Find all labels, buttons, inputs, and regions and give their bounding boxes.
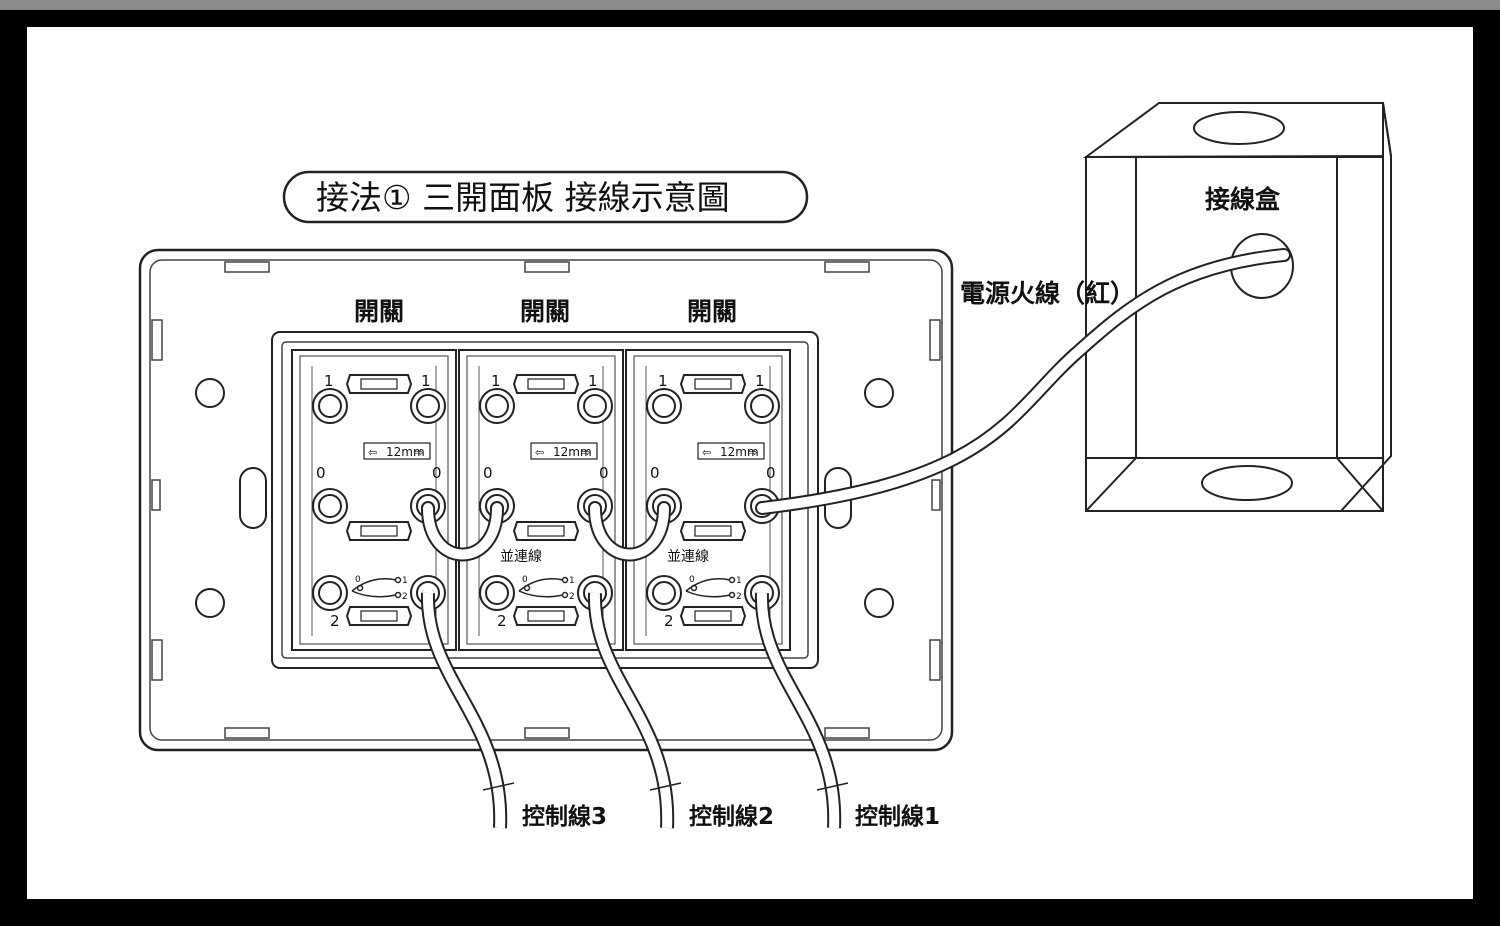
terminal-label: 0 (650, 464, 660, 482)
terminal-label: 1 (421, 372, 431, 390)
dimension-marker: 12mm ⇦ ⇨ (697, 442, 765, 460)
svg-text:⇦: ⇦ (535, 446, 544, 459)
terminal-label: 2 (330, 612, 340, 630)
switch-label-3: 開關 (687, 297, 737, 326)
diagram-title: 接法① 三開面板 接線示意圖 (316, 178, 730, 217)
legend-label: 1 (569, 576, 575, 586)
power-hot-wire (755, 248, 1291, 515)
terminal-label: 0 (766, 464, 776, 482)
terminal-label: 2 (497, 612, 507, 630)
terminal-label: 1 (588, 372, 598, 390)
jumper-wire-1 (421, 501, 504, 562)
terminal-label: 0 (599, 464, 609, 482)
control-wire-label-3: 控制線3 (522, 803, 607, 830)
control-wire-3 (420, 592, 515, 829)
terminal-label: 1 (491, 372, 501, 390)
jumper-label-1: 並連線 (500, 549, 542, 565)
terminal-label: 1 (658, 372, 668, 390)
legend-label: 0 (522, 575, 528, 585)
svg-text:⇨: ⇨ (414, 446, 423, 459)
terminal-label: 0 (432, 464, 442, 482)
legend-label: 1 (736, 576, 742, 586)
control-wire-1 (754, 592, 849, 829)
legend-label: 0 (689, 575, 695, 585)
dimension-marker: 12mm ⇦ ⇨ (363, 442, 431, 460)
power-wire-label: 電源火線（紅） (960, 279, 1135, 308)
legend-label: 1 (402, 576, 408, 586)
legend-label: 0 (355, 575, 361, 585)
dimension-marker: 12mm ⇦ ⇨ (530, 442, 598, 460)
title-pill: 接法① 三開面板 接線示意圖 (282, 170, 809, 224)
junction-box-label: 接線盒 (1205, 185, 1281, 214)
legend-label: 2 (569, 592, 575, 602)
legend-label: 2 (402, 592, 408, 602)
control-wire-label-1: 控制線1 (855, 803, 940, 830)
switch-symbol (518, 576, 569, 599)
switch-symbol (685, 576, 736, 599)
terminal-label: 0 (483, 464, 493, 482)
svg-text:⇦: ⇦ (368, 446, 377, 459)
frame-top-border (0, 0, 1500, 10)
terminal-label: 1 (324, 372, 334, 390)
switch-module-2: 1 1 0 0 2 12mm ⇦ ⇨ 0 1 2 (458, 349, 624, 651)
terminal-label: 2 (664, 612, 674, 630)
svg-text:⇨: ⇨ (748, 446, 757, 459)
control-wire-2 (587, 592, 682, 829)
jumper-wire-2 (588, 501, 671, 562)
dimension-label: 12mm (553, 445, 592, 459)
svg-text:⇨: ⇨ (581, 446, 590, 459)
switch-label-2: 開關 (520, 297, 570, 326)
terminal-label: 1 (755, 372, 765, 390)
jumper-label-2: 並連線 (667, 549, 709, 565)
dimension-label: 12mm (386, 445, 425, 459)
terminal-label: 0 (316, 464, 326, 482)
control-wire-label-2: 控制線2 (689, 803, 774, 830)
svg-text:⇦: ⇦ (702, 446, 711, 459)
legend-label: 2 (736, 592, 742, 602)
dimension-label: 12mm (720, 445, 759, 459)
switch-label-1: 開關 (354, 297, 404, 326)
switch-module-1: 1 1 0 0 2 12mm ⇦ ⇨ 0 1 2 (291, 349, 457, 651)
switch-symbol (351, 576, 402, 599)
